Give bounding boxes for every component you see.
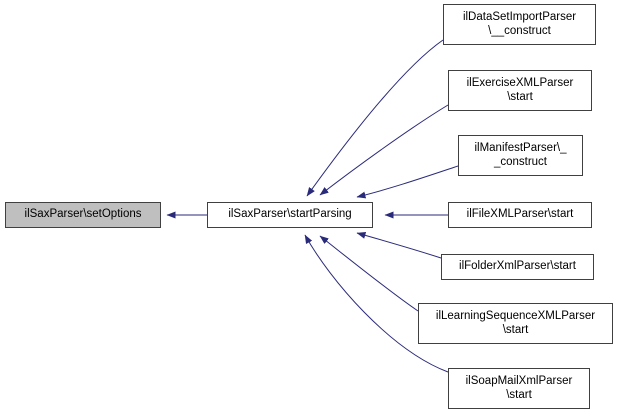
graph-edge <box>319 104 449 196</box>
graph-edge <box>319 235 419 312</box>
node-label: ilExerciseXMLParser \start <box>466 77 574 103</box>
node-ilsaxparser-setoptions[interactable]: ilSaxParser\setOptions <box>5 202 161 228</box>
node-label: ilFileXMLParser\start <box>466 208 574 221</box>
graph-edge <box>356 165 459 199</box>
node-illearningsequencexmlparser-start[interactable]: ilLearningSequenceXMLParser \start <box>418 303 613 344</box>
node-ilsoapmailxmlparser-start[interactable]: ilSoapMailXmlParser \start <box>448 368 590 409</box>
node-ilsaxparser-startparsing[interactable]: ilSaxParser\startParsing <box>207 202 373 228</box>
node-ilmanifestparser-construct[interactable]: ilManifestParser\_ _construct <box>458 135 583 176</box>
graph-edge <box>304 234 449 373</box>
node-label: ilDataSetImportParser \__construct <box>462 11 577 37</box>
node-label: ilManifestParser\_ _construct <box>474 142 567 168</box>
node-ilfilexmlparser-start[interactable]: ilFileXMLParser\start <box>448 202 592 228</box>
node-ildatasetimportparser-construct[interactable]: ilDataSetImportParser \__construct <box>443 4 596 45</box>
node-ilfolderxmlparser-start[interactable]: ilFolderXmlParser\start <box>441 254 594 280</box>
node-ilexercisexmlparser-start[interactable]: ilExerciseXMLParser \start <box>448 70 592 111</box>
node-label: ilSaxParser\startParsing <box>228 208 352 221</box>
node-label: ilSaxParser\setOptions <box>24 208 142 221</box>
node-label: ilFolderXmlParser\start <box>459 260 576 273</box>
node-label: ilLearningSequenceXMLParser \start <box>435 310 596 336</box>
graph-edge <box>356 231 442 259</box>
graph-edge <box>306 39 444 197</box>
node-label: ilSoapMailXmlParser \start <box>465 375 573 401</box>
graph-edges <box>166 39 459 373</box>
